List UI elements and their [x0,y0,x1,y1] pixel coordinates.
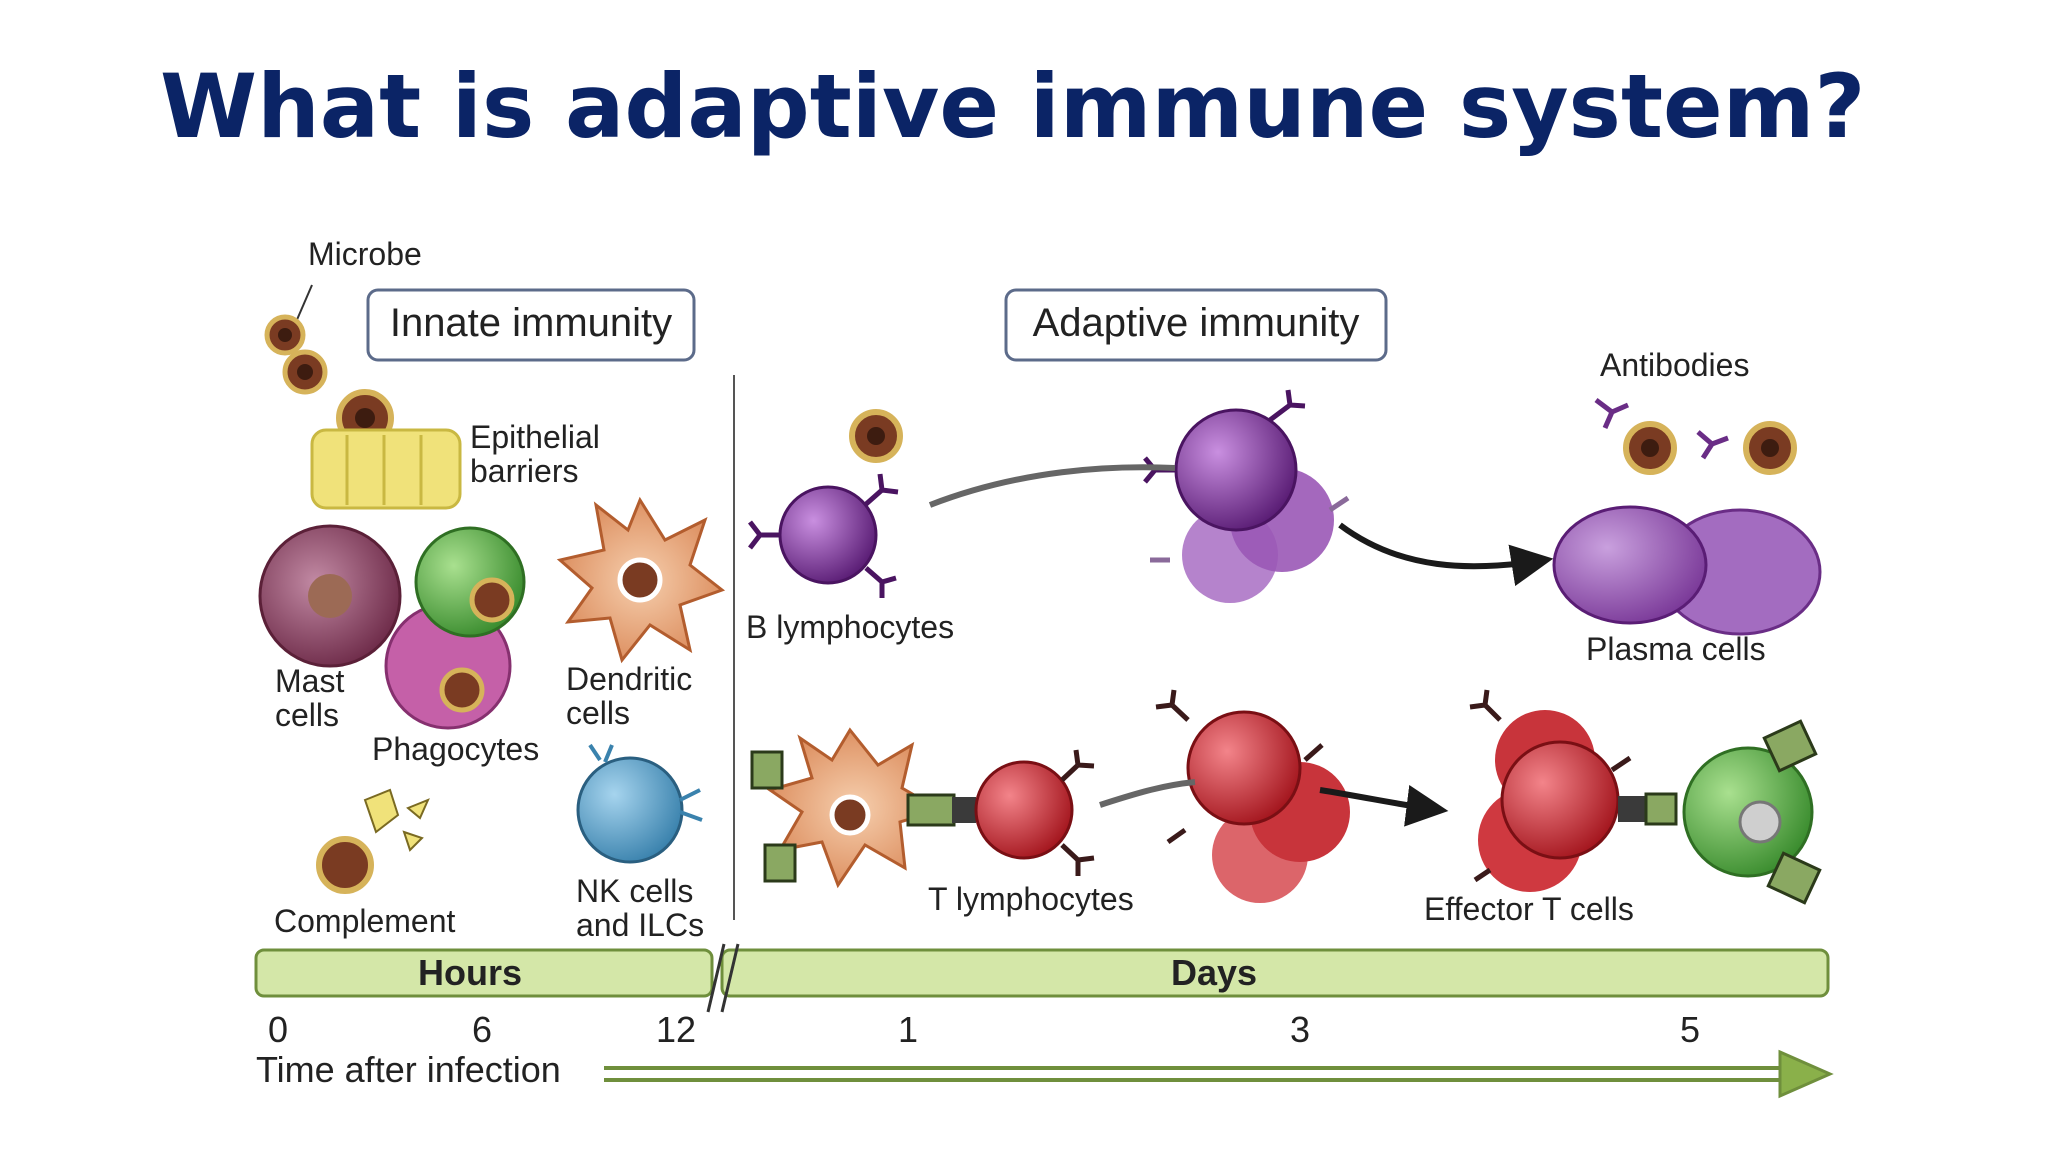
epithelial-label-line1: Epithelial [470,419,600,455]
time-axis-arrow [604,1049,1834,1099]
mast-cell-icon [258,524,402,668]
time-axis-label: Time after infection [256,1049,561,1090]
complement-label: Complement [274,903,456,939]
dendritic-cell-icon [556,496,726,664]
plasma-cells-icon [1552,505,1822,636]
microbe-label: Microbe [308,236,422,272]
antigen-presenting-dendritic-cell-icon [750,727,956,889]
epithelial-barrier-icon [310,428,462,510]
t-lymphocytes-label: T lymphocytes [928,881,1134,917]
b-to-expansion-arrow [928,464,1176,508]
b-lymphocytes-label: B lymphocytes [746,609,954,645]
adaptive-immunity-label: Adaptive immunity [1033,301,1360,345]
expansion-to-effector-arrow [1319,784,1449,827]
t-lymphocyte-icon [952,749,1095,876]
timeline-bar: Hours Days [254,943,1830,1013]
nk-cell-icon [576,743,703,864]
t-to-expansion-arrow [1099,779,1196,808]
nk-cells-label-line2: and ILCs [576,907,704,943]
antibodies-icon [1594,398,1797,475]
target-cell-icon [1682,719,1822,905]
expansion-to-plasma-arrow [1338,522,1554,587]
complement-icon [316,788,430,894]
tick-label: 0 [268,1009,288,1050]
tick-label: 12 [656,1009,696,1050]
innate-immunity-header: Innate immunity [366,288,696,362]
tick-label: 1 [898,1009,918,1050]
dendritic-cells-label-line1: Dendritic [566,661,692,697]
adaptive-immunity-header: Adaptive immunity [1004,288,1388,362]
phagocytes-label: Phagocytes [372,731,539,767]
phagocyte-icon [384,526,526,730]
b-lymphocyte-icon [748,409,903,598]
tick-label: 5 [1680,1009,1700,1050]
epithelial-label-line2: barriers [470,453,578,489]
days-label: Days [1171,952,1257,993]
dendritic-cells-label-line2: cells [566,695,630,731]
t-cell-clonal-expansion-icon [1155,689,1350,903]
tick-label: 3 [1290,1009,1310,1050]
tick-label: 6 [472,1009,492,1050]
plasma-cells-label: Plasma cells [1586,631,1766,667]
innate-immunity-label: Innate immunity [390,301,672,345]
effector-t-cells-icon [1469,689,1678,892]
effector-t-cells-label: Effector T cells [1424,891,1634,927]
mast-cells-label-line1: Mast [275,663,344,699]
timeline-ticks: 0 6 12 1 3 5 [268,1009,1700,1050]
slide-title: What is adaptive immune system? [160,55,1866,158]
mast-cells-label-line2: cells [275,697,339,733]
antibodies-label: Antibodies [1600,347,1749,383]
b-cell-clonal-expansion-icon [1143,389,1350,603]
nk-cells-label-line1: NK cells [576,873,693,909]
hours-label: Hours [418,952,522,993]
